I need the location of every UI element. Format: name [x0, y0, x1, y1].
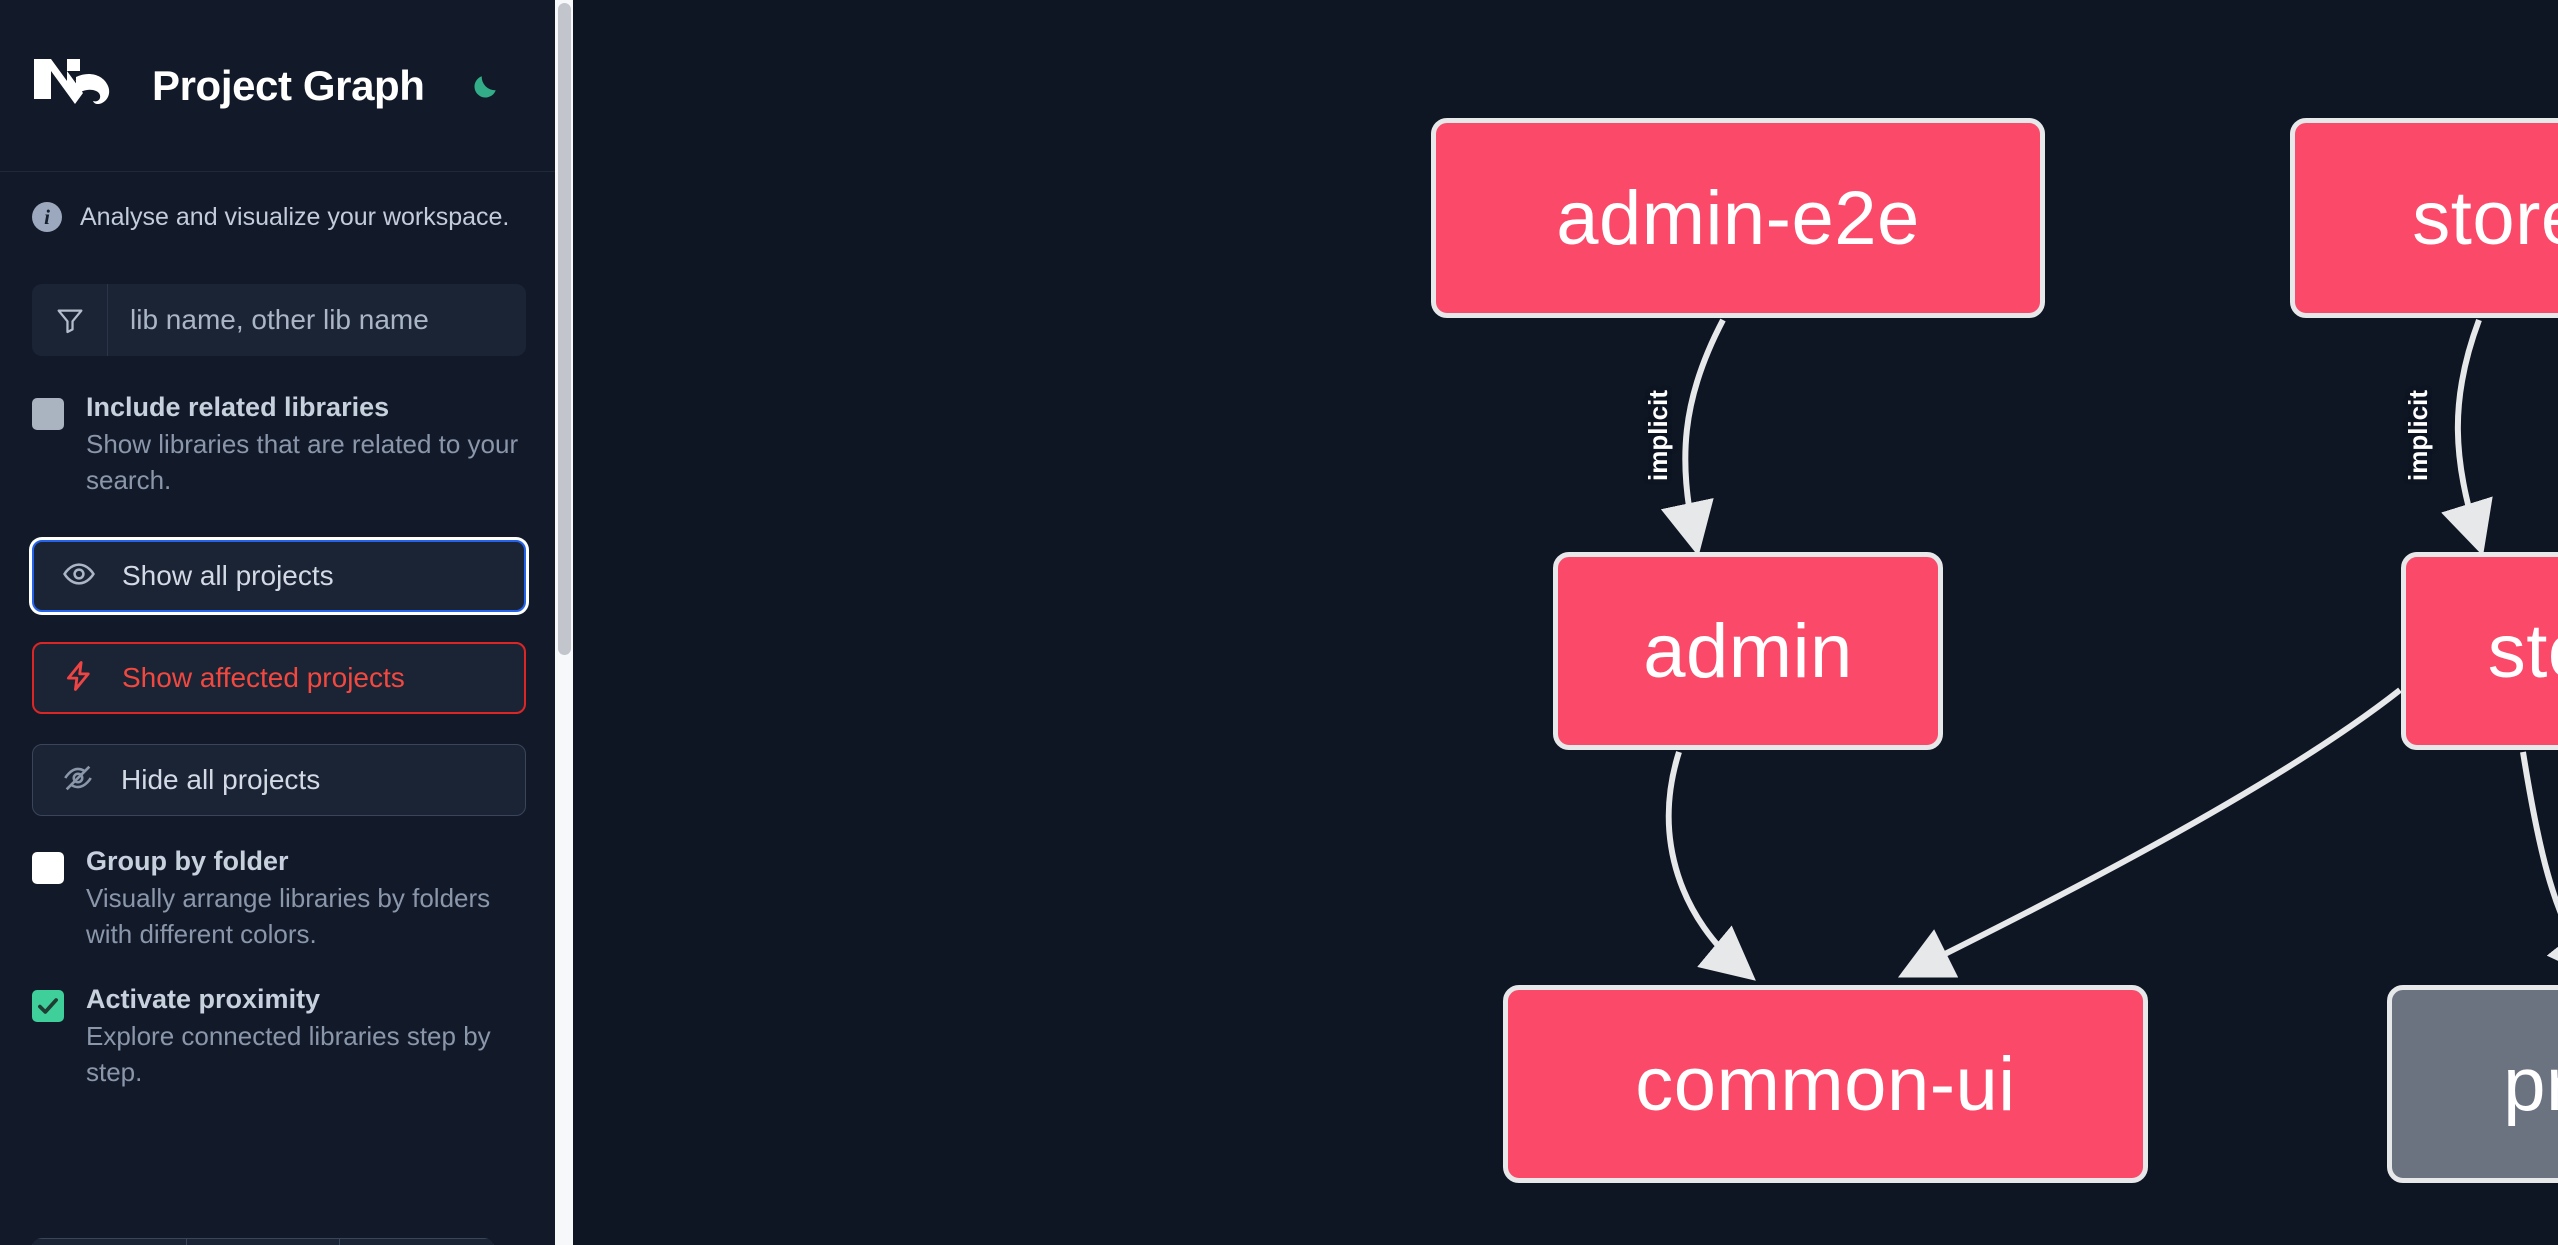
graph-node-admin-e2e[interactable]: admin-e2e — [1431, 118, 2045, 318]
sidebar-scrollbar-thumb[interactable] — [558, 3, 571, 655]
moon-icon[interactable] — [463, 63, 509, 109]
checkbox-activate-proximity[interactable]: Activate proximity Explore connected lib… — [0, 984, 558, 1090]
graph-node-store-label: store — [2487, 608, 2558, 694]
edge-admin-to-common-ui — [1665, 751, 1756, 981]
proximity-segment-1[interactable] — [32, 1238, 186, 1245]
hide-all-projects-label: Hide all projects — [121, 764, 321, 796]
graph-node-store[interactable]: store — [2401, 552, 2558, 750]
graph-node-admin-e2e-label: admin-e2e — [1556, 175, 1920, 261]
checkbox-activate-proximity-label: Activate proximity — [86, 984, 321, 1015]
visibility-button-group: Show all projects Show affected projects — [32, 540, 526, 817]
show-all-projects-label: Show all projects — [122, 560, 334, 592]
sidebar-header: Project Graph — [0, 0, 558, 172]
checkbox-include-related-libraries-box[interactable] — [32, 398, 64, 430]
graph-node-admin[interactable]: admin — [1553, 552, 1943, 750]
checkbox-group-by-folder-box[interactable] — [32, 852, 64, 885]
graph-node-products-label: products — [2503, 1041, 2558, 1127]
edge-store-to-products — [2520, 751, 2558, 982]
sidebar-scrollbar[interactable] — [555, 0, 573, 1245]
show-all-projects-button[interactable]: Show all projects — [32, 540, 526, 613]
checkbox-group-by-folder-label: Group by folder — [86, 846, 289, 877]
checkbox-group-by-folder[interactable]: Group by folder Visually arrange librari… — [0, 846, 558, 952]
proximity-segmented-control[interactable] — [32, 1238, 494, 1245]
checkbox-activate-proximity-desc: Explore connected libraries step by step… — [86, 1021, 491, 1088]
checkbox-include-related-libraries-label: Include related libraries — [86, 392, 390, 422]
checkbox-group-by-folder-desc: Visually arrange libraries by folders wi… — [86, 883, 491, 949]
graph-node-admin-label: admin — [1643, 608, 1853, 694]
info-circle-icon: i — [32, 202, 62, 232]
hide-all-projects-button[interactable]: Hide all projects — [32, 744, 526, 817]
nx-logo-icon — [32, 55, 116, 117]
filter-funnel-icon — [32, 284, 108, 356]
workspace-info: i Analyse and visualize your workspace. — [0, 172, 558, 232]
workspace-info-text: Analyse and visualize your workspace. — [80, 202, 510, 231]
show-affected-projects-button[interactable]: Show affected projects — [32, 642, 526, 715]
edge-store-e2e-to-store — [2441, 318, 2493, 557]
checkbox-include-related-libraries-desc: Show libraries that are related to your … — [86, 429, 519, 495]
eye-icon — [62, 557, 96, 596]
edge-admin-e2e-to-admin — [1660, 318, 1726, 557]
search-field[interactable] — [32, 284, 526, 356]
edge-label-store-implicit: implicit — [2403, 389, 2434, 482]
lightning-bolt-icon — [62, 659, 96, 698]
graph-node-common-ui-label: common-ui — [1635, 1041, 2016, 1127]
proximity-segment-3[interactable] — [339, 1238, 494, 1245]
sidebar: Project Graph i Analyse and visualize yo… — [0, 0, 573, 1245]
checkbox-activate-proximity-box[interactable] — [32, 990, 64, 1023]
proximity-segment-2[interactable] — [185, 1238, 340, 1245]
show-affected-projects-label: Show affected projects — [122, 662, 405, 694]
eye-off-icon — [61, 761, 95, 800]
graph-node-store-e2e-label: store-e2e — [2412, 175, 2558, 261]
graph-node-store-e2e[interactable]: store-e2e — [2290, 118, 2558, 318]
graph-node-common-ui[interactable]: common-ui — [1503, 985, 2148, 1183]
edge-label-admin-implicit: implicit — [1643, 389, 1674, 482]
graph-node-products[interactable]: products — [2387, 985, 2558, 1183]
checkbox-include-related-libraries[interactable]: Include related libraries Show libraries… — [0, 392, 558, 498]
page-title: Project Graph — [152, 61, 425, 109]
graph-edges — [1660, 318, 2558, 982]
check-icon — [38, 998, 58, 1015]
edge-store-to-common-ui — [1897, 687, 2402, 978]
graph-canvas[interactable]: admin-e2e store-e2e admin store common-u… — [573, 0, 2558, 1245]
search-input[interactable] — [108, 284, 526, 356]
